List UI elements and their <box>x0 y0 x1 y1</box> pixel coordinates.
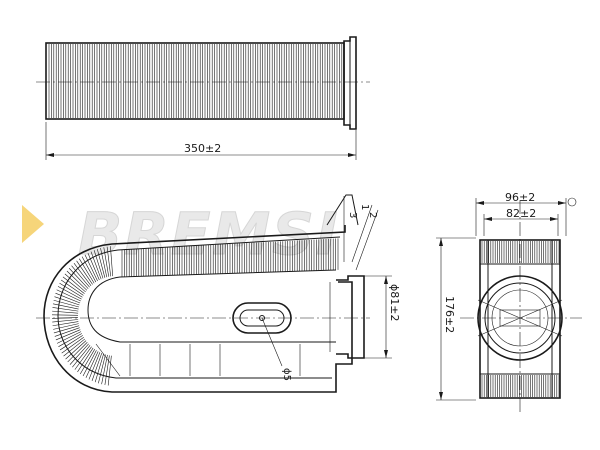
length-dimension-label: 350±2 <box>184 142 221 155</box>
side-view: 1 2 3 ϕ81±2 ϕ5 <box>36 194 401 393</box>
registered-mark-icon <box>567 197 577 207</box>
callout-2: 2 <box>367 212 378 218</box>
inner-width-label: 82±2 <box>506 207 536 220</box>
logo-text: BREMSI <box>78 200 340 268</box>
callout-1: 1 <box>359 204 370 210</box>
outer-width-label: 96±2 <box>505 191 535 204</box>
hole-diameter-label: ϕ5 <box>281 368 292 381</box>
end-view-pleats <box>481 241 560 397</box>
end-view: 96±2 82±2 176±2 <box>436 191 582 412</box>
logo-accent-triangle <box>22 205 44 243</box>
callout-3: 3 <box>347 212 358 218</box>
top-view-pleats <box>48 44 343 118</box>
top-view: 350±2 <box>36 36 370 160</box>
height-dimension-label: 176±2 <box>443 296 456 333</box>
outlet-diameter-label: ϕ81±2 <box>388 284 401 321</box>
brand-logo-watermark: BREMSI <box>22 197 577 269</box>
side-view-ribs <box>95 343 301 377</box>
side-view-pleats <box>52 238 339 386</box>
